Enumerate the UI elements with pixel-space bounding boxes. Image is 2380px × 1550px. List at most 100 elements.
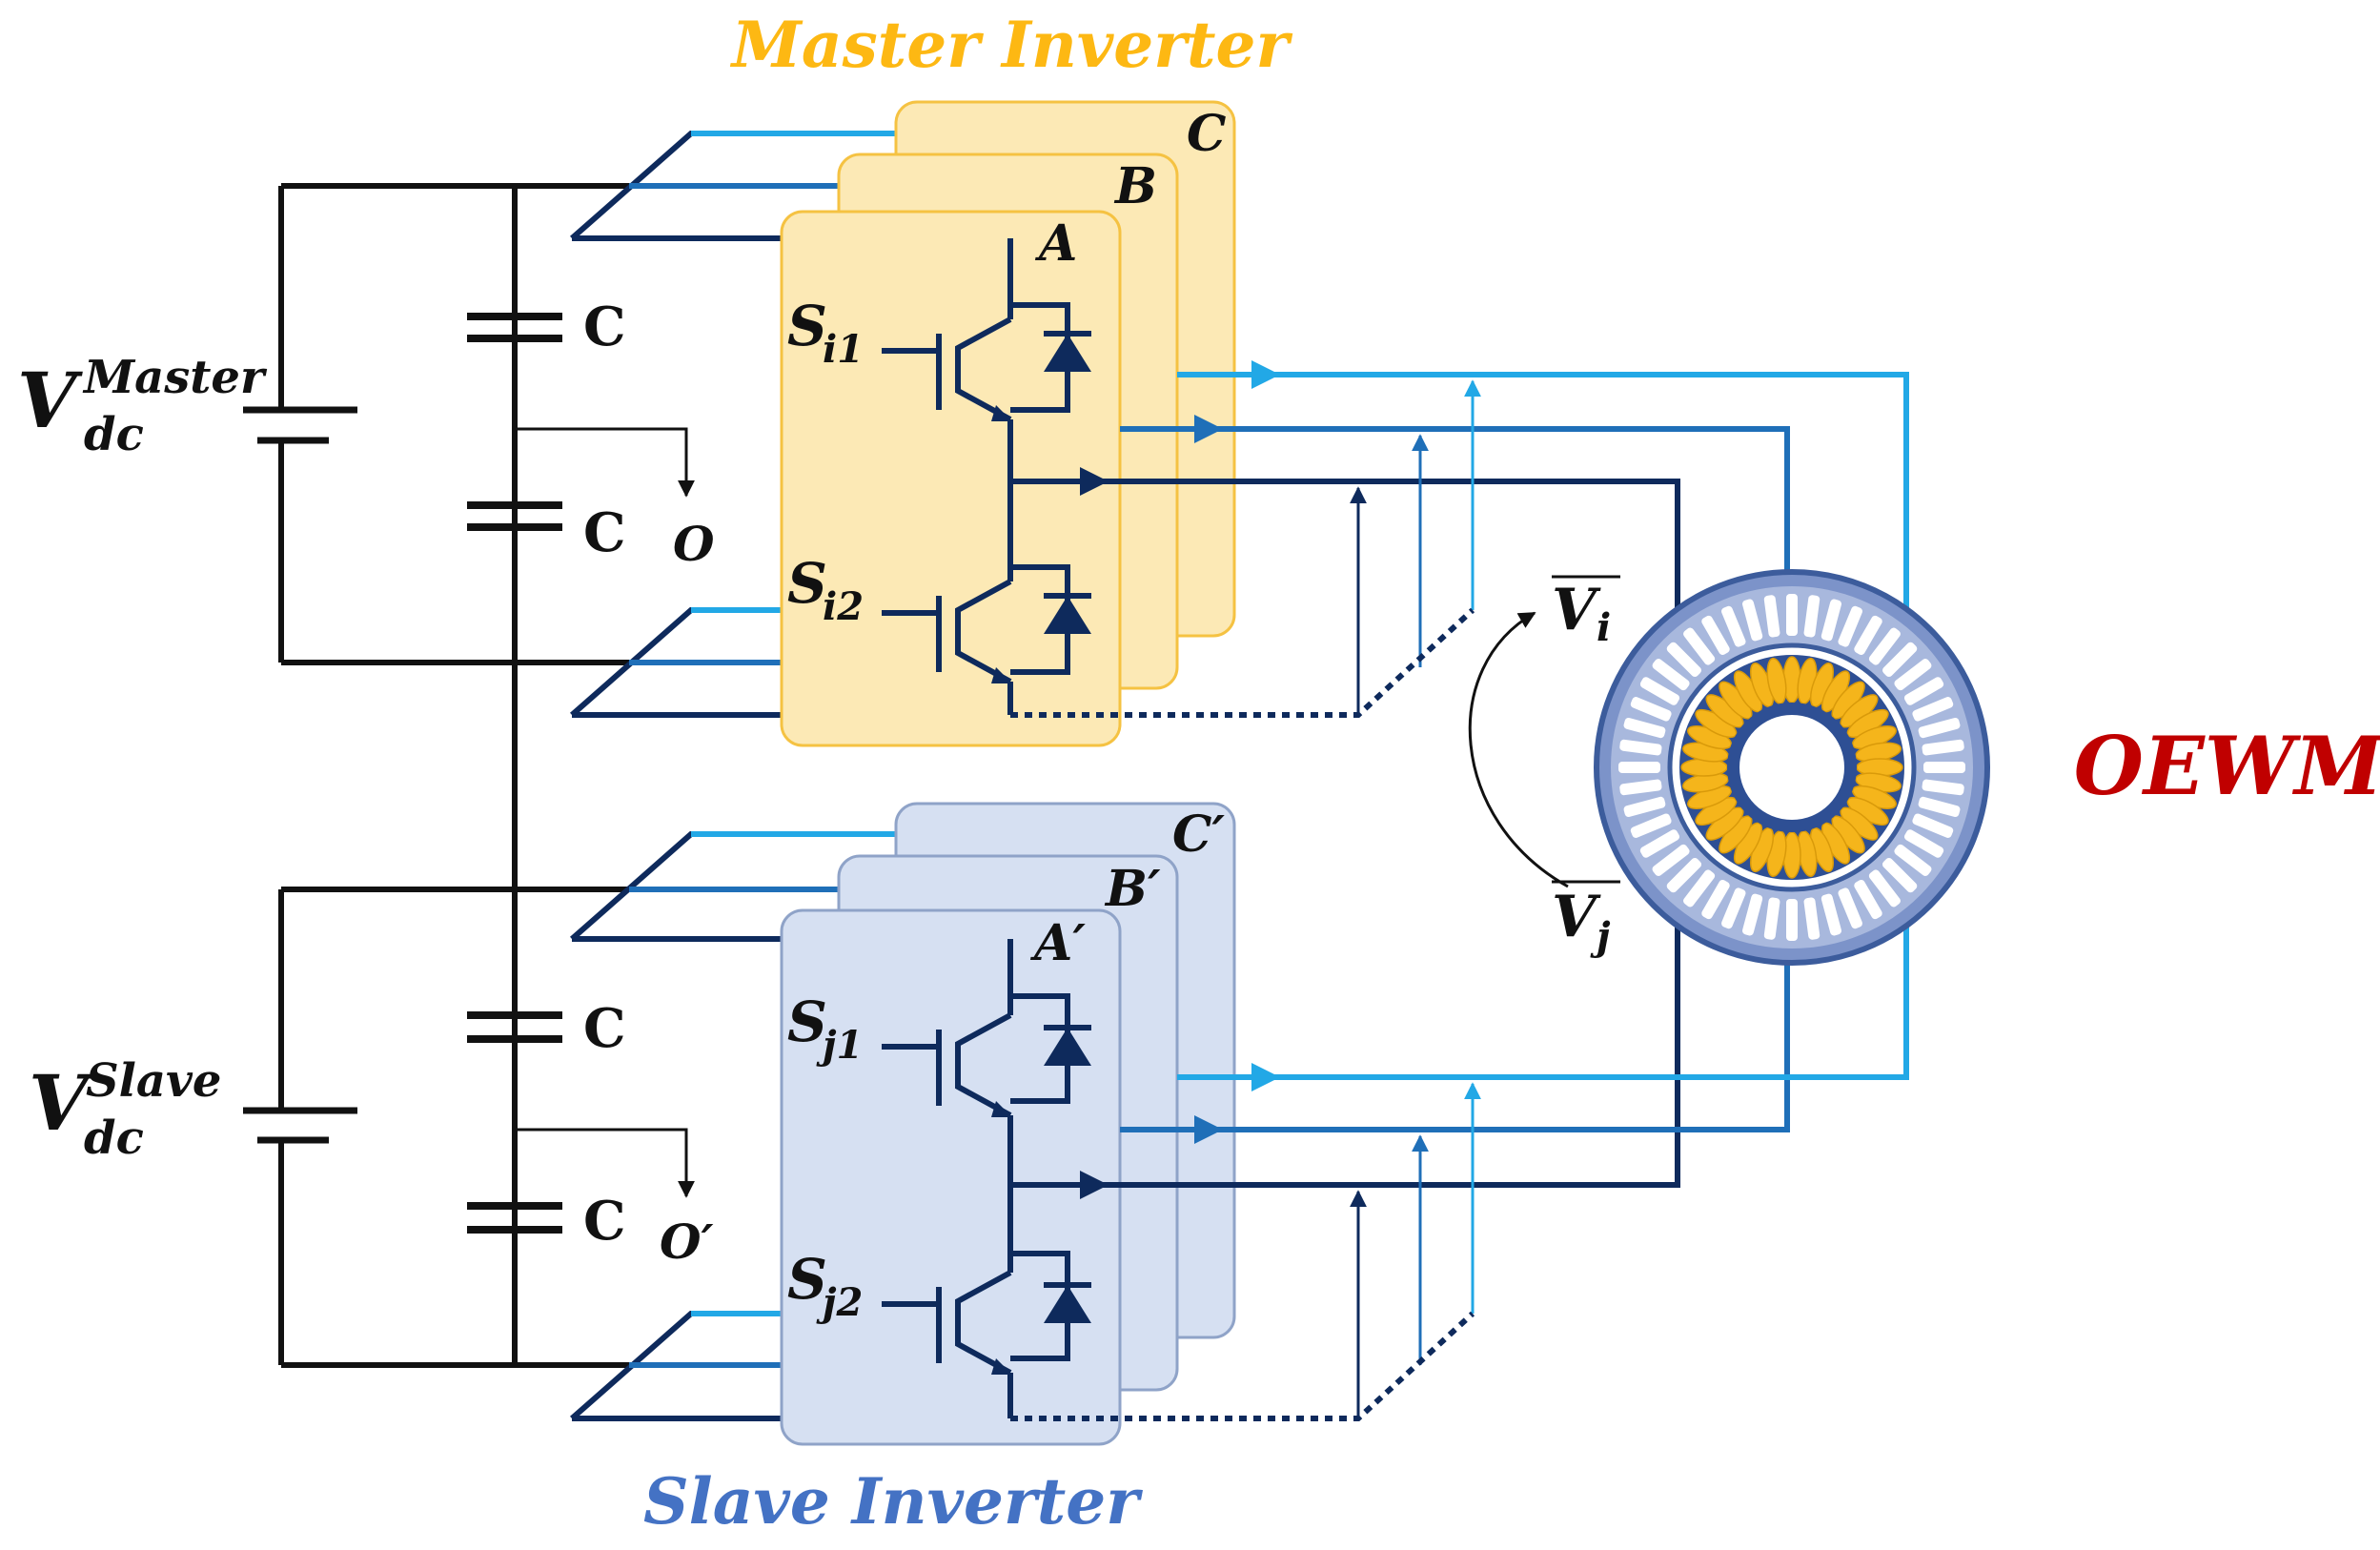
- slave-switch-s1-label: S j1: [787, 989, 863, 1068]
- stator-slot: [1741, 893, 1763, 936]
- vector-rotation-arrow: [1468, 611, 1569, 888]
- stator-slot: [1741, 599, 1763, 642]
- slave-phase-outputs: [1010, 925, 1909, 1199]
- stator-slot: [1630, 697, 1672, 722]
- stator-slot: [1683, 869, 1716, 908]
- master-diode-bottom: [1044, 596, 1091, 634]
- stator-slots: [1618, 594, 1965, 941]
- stator-slot: [1666, 857, 1702, 893]
- stator-slot: [1619, 739, 1662, 756]
- stator-slot: [1854, 879, 1882, 920]
- svg-text:S: S: [787, 294, 827, 358]
- stator-slot: [1923, 762, 1965, 773]
- stator-slot: [1763, 595, 1780, 638]
- svg-text:S: S: [787, 1247, 827, 1312]
- slave-capacitors: [467, 889, 695, 1365]
- slave-phase-c-label: C′: [1172, 806, 1225, 864]
- master-capacitors: [467, 186, 695, 663]
- svg-text:S: S: [787, 551, 827, 616]
- svg-text:i1: i1: [823, 327, 864, 372]
- stator-slot: [1838, 887, 1862, 929]
- vector-vj-label: V j: [1552, 880, 1620, 959]
- stator-slot: [1821, 599, 1842, 642]
- slave-cap-top-label: C: [583, 997, 626, 1060]
- stator-slot: [1623, 717, 1666, 739]
- stator-slot: [1882, 857, 1918, 893]
- stator-slot: [1763, 897, 1780, 940]
- master-cap-top-label: C: [583, 296, 626, 358]
- slave-battery: [243, 889, 357, 1365]
- stator-slot: [1922, 779, 1964, 796]
- slave-voltage-arrows: [1010, 1082, 1481, 1421]
- slave-panel-a: [780, 908, 1122, 1446]
- svg-text:j2: j2: [816, 1280, 863, 1325]
- stator-slot: [1721, 887, 1746, 929]
- master-phase-b-label: B: [1113, 157, 1157, 215]
- stator-slot: [1903, 677, 1944, 705]
- vector-vi-label: V i: [1552, 575, 1620, 650]
- stator-slot: [1630, 813, 1672, 838]
- master-battery: [243, 186, 357, 663]
- stator-slot: [1882, 642, 1918, 678]
- stator-slot: [1721, 605, 1746, 647]
- stator-slot: [1652, 844, 1690, 876]
- stator-slot: [1868, 627, 1901, 665]
- stator-slot: [1803, 897, 1821, 940]
- slave-inverter: C C O′ V Slave dc C′ B′ A′: [29, 802, 1909, 1446]
- slave-vdc-label: V Slave dc: [29, 1054, 221, 1165]
- stator-slot: [1922, 739, 1964, 756]
- svg-text:Slave: Slave: [86, 1054, 221, 1108]
- motor-label: OEWM: [2074, 719, 2380, 813]
- stator-slot: [1918, 796, 1961, 818]
- svg-text:i2: i2: [823, 584, 864, 629]
- master-switch-s1-label: S i1: [787, 294, 864, 372]
- stator-slot: [1838, 605, 1862, 647]
- stator-slot: [1683, 627, 1716, 665]
- stator-slot: [1894, 844, 1932, 876]
- master-phase-outputs: [1010, 360, 1909, 610]
- stator-slot: [1918, 717, 1961, 739]
- master-inverter-title: Master Inverter: [730, 8, 1293, 82]
- master-vdc-label: V Master dc: [17, 351, 268, 461]
- svg-text:V: V: [1552, 884, 1601, 950]
- motor-icon: [1594, 569, 1990, 966]
- slave-phase-a-label: A′: [1029, 914, 1086, 972]
- svg-text:V: V: [29, 1058, 94, 1148]
- stator-slot: [1623, 796, 1666, 818]
- svg-text:V: V: [1552, 577, 1601, 643]
- stator-slot: [1786, 899, 1798, 941]
- svg-text:S: S: [787, 989, 827, 1054]
- master-inverter: C C O V Master dc C B A: [17, 100, 1909, 1296]
- stator-slot: [1701, 615, 1730, 656]
- stator-slot: [1652, 659, 1690, 691]
- slave-switch-s2-label: S j2: [787, 1247, 863, 1325]
- stator-slot: [1912, 697, 1954, 722]
- stator-slot: [1903, 829, 1944, 858]
- stator-slot: [1803, 595, 1821, 638]
- svg-text:j1: j1: [816, 1023, 863, 1068]
- master-switch-s2-label: S i2: [787, 551, 864, 629]
- stator-slot: [1786, 594, 1798, 636]
- slave-dc-bus: [278, 887, 629, 1368]
- stator-slot: [1666, 642, 1702, 678]
- slave-midpoint-label: O′: [660, 1213, 714, 1270]
- slave-phase-b-label: B′: [1104, 860, 1161, 918]
- slave-cap-bottom-label: C: [583, 1190, 626, 1253]
- stator-slot: [1639, 677, 1680, 705]
- stator-slot: [1821, 893, 1842, 936]
- slave-inverter-title: Slave Inverter: [643, 1464, 1143, 1539]
- stator-slot: [1701, 879, 1730, 920]
- svg-text:i: i: [1597, 605, 1611, 650]
- slave-diode-top: [1044, 1028, 1091, 1066]
- svg-text:dc: dc: [84, 1112, 144, 1165]
- stator-slot: [1912, 813, 1954, 838]
- stator-slot: [1618, 762, 1660, 773]
- slave-diode-bottom: [1044, 1285, 1091, 1323]
- svg-text:Master: Master: [82, 351, 268, 404]
- stator-slot: [1639, 829, 1680, 858]
- svg-text:V: V: [17, 356, 83, 445]
- master-phase-a-label: A: [1034, 214, 1077, 273]
- stator-slot: [1619, 779, 1662, 796]
